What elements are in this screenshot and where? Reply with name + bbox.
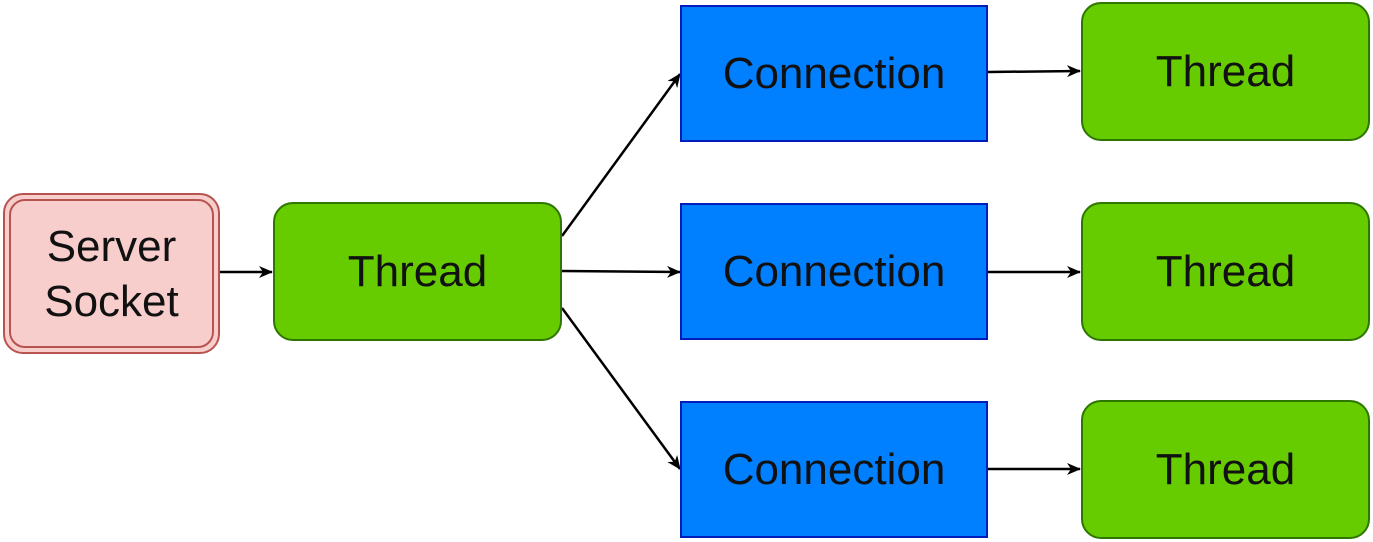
server-socket-label-line1: Server [46,221,177,271]
connection-node-2: Connection [680,203,988,340]
connection-label-3: Connection [722,445,946,494]
accept-thread-node: Thread [273,202,562,341]
connection-node-1: Connection [680,5,988,142]
worker-thread-node-1: Thread [1081,2,1370,141]
edge-thread-to-connection-1 [560,73,682,237]
worker-thread-node-3: Thread [1081,400,1370,539]
connection-node-3: Connection [680,401,988,538]
worker-thread-label-3: Thread [1155,445,1296,494]
server-socket-node: Server Socket [3,193,220,354]
edge-connection-1-to-thread-1 [987,65,1081,78]
worker-thread-node-2: Thread [1081,202,1370,341]
accept-thread-label: Thread [347,247,488,296]
worker-thread-label-2: Thread [1155,247,1296,296]
server-socket-label-line2: Socket [44,276,179,326]
worker-thread-label-1: Thread [1155,47,1296,96]
edge-thread-to-connection-3 [560,307,682,470]
connection-label-2: Connection [722,247,946,296]
connection-label-1: Connection [722,49,946,98]
edge-thread-to-connection-2 [561,265,681,278]
